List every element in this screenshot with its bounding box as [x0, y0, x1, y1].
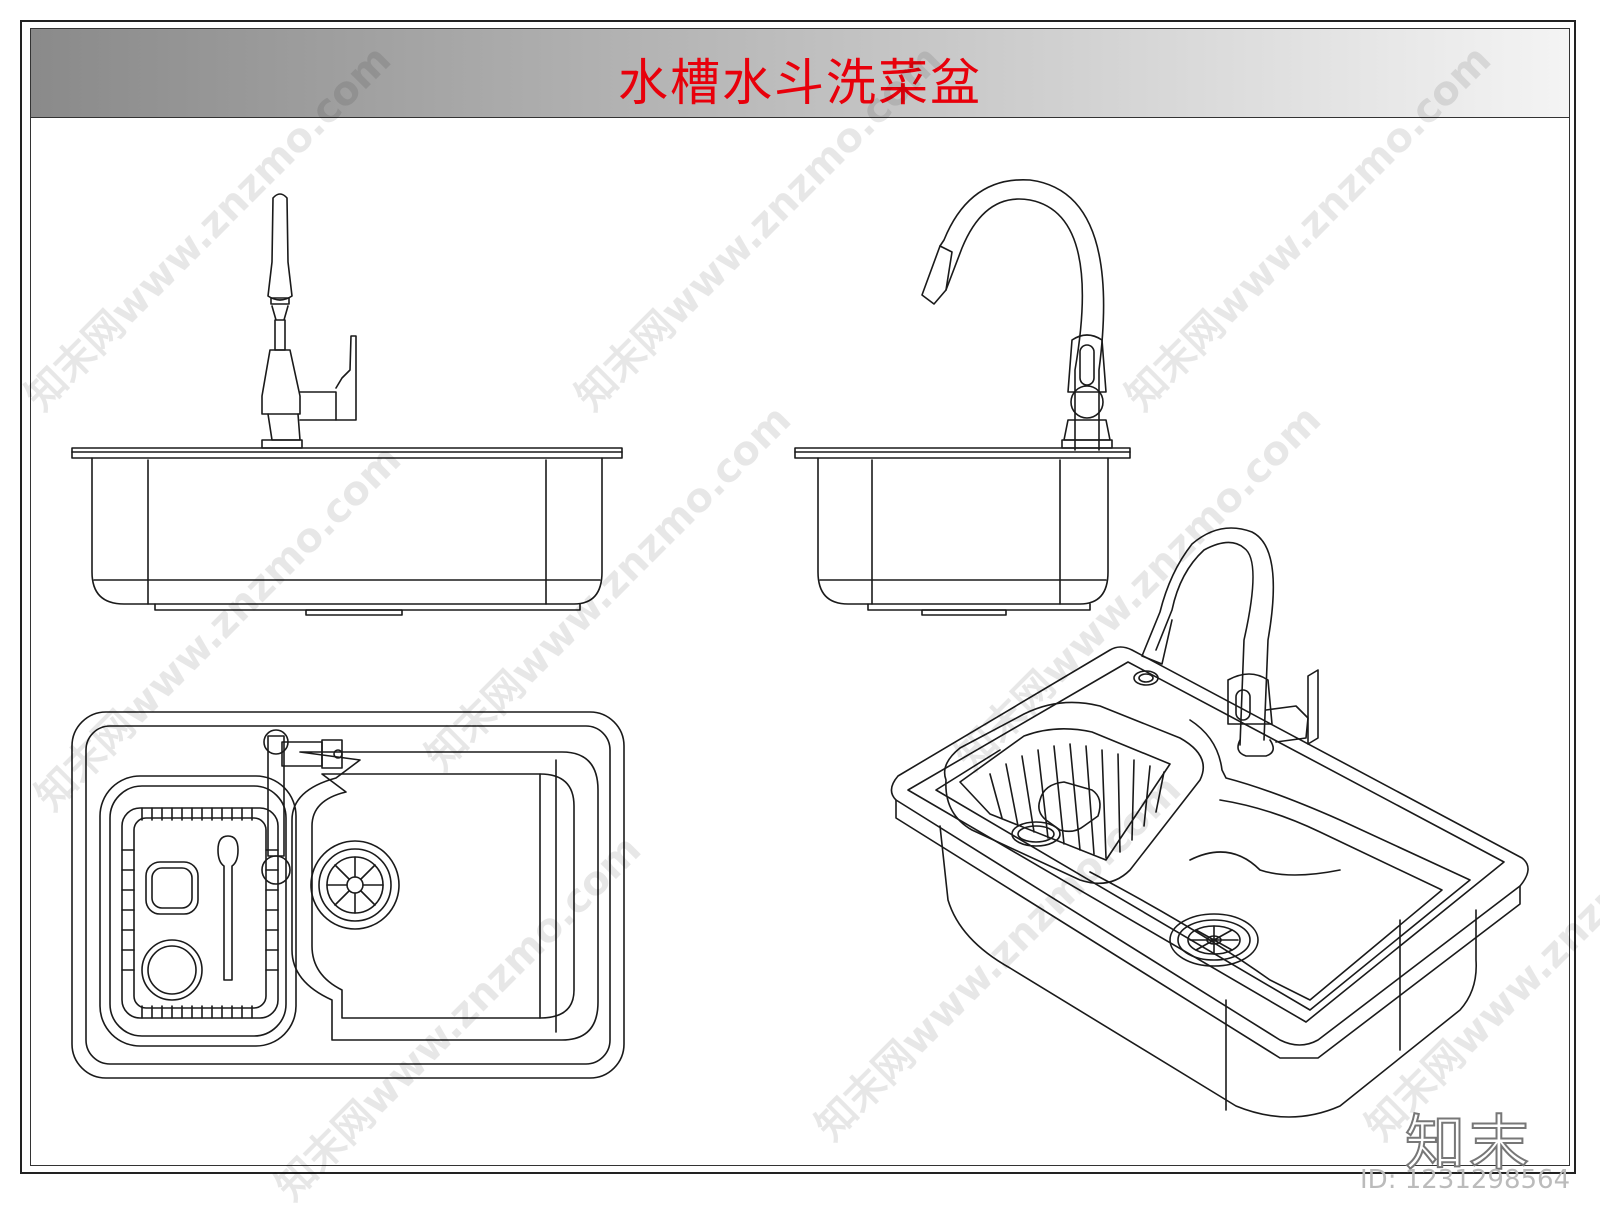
faucet-side — [921, 179, 1113, 451]
outer-frame — [20, 20, 1576, 1174]
basket-top — [99, 775, 297, 1047]
brand-logo: 知末 — [1404, 1108, 1533, 1180]
sink-side-view — [794, 179, 1131, 616]
title-bar: 水槽水斗洗菜盆 — [31, 29, 1569, 118]
drain-top — [310, 840, 400, 930]
page-title: 水槽水斗洗菜盆 — [618, 54, 982, 112]
drain-iso — [1169, 913, 1259, 967]
sink-top-view — [71, 711, 625, 1079]
basket-iso — [943, 701, 1205, 885]
faucet-iso — [1141, 527, 1319, 757]
faucet-front — [261, 193, 357, 449]
faucet-top — [261, 729, 343, 885]
inner-frame — [30, 28, 1570, 1166]
id-label: ID: 1231298564 — [1360, 1165, 1571, 1195]
sink-front-view — [71, 193, 623, 616]
sink-iso-view — [890, 527, 1529, 1118]
